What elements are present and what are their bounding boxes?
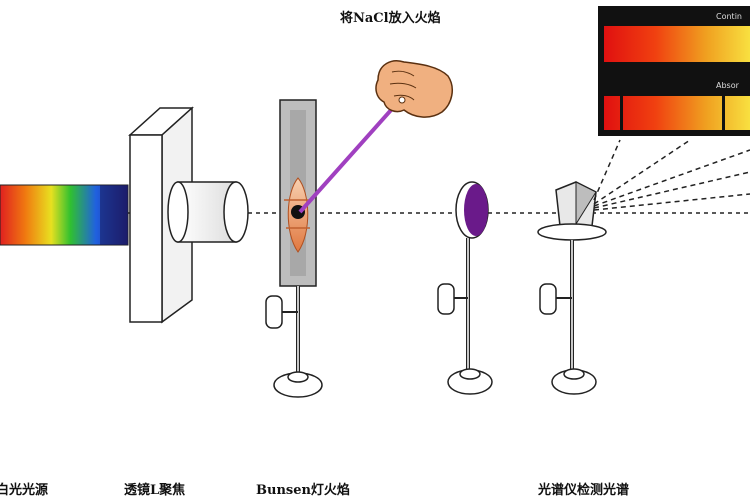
burner-stand bbox=[265, 286, 323, 398]
light-source-shade bbox=[100, 185, 128, 245]
label-light-source: 白光光源 bbox=[0, 482, 48, 498]
absorption-line-1 bbox=[620, 96, 623, 130]
absorption-spectrum-band bbox=[604, 96, 750, 130]
filter-disk bbox=[437, 181, 493, 395]
dispersed-rays bbox=[593, 139, 750, 211]
continuous-spectrum-label: Contin bbox=[716, 12, 742, 21]
lens-cylinder bbox=[167, 181, 249, 243]
continuous-spectrum-band bbox=[604, 26, 750, 62]
label-detector: 光谱仪检测光谱 bbox=[537, 482, 629, 498]
prism-spectroscope bbox=[537, 181, 607, 395]
absorption-line-2 bbox=[722, 96, 725, 130]
sodium-beam bbox=[298, 98, 402, 214]
label-lens: 透镜L聚焦 bbox=[124, 482, 185, 498]
hand-icon bbox=[375, 60, 454, 118]
label-burner: Bunsen灯火焰 bbox=[256, 482, 350, 498]
top-caption: 将NaCl放入火焰 bbox=[340, 10, 441, 26]
spectrum-panel: Contin Absor bbox=[598, 6, 750, 136]
absorption-spectrum-label: Absor bbox=[716, 81, 740, 90]
bunsen-burner bbox=[279, 99, 317, 287]
